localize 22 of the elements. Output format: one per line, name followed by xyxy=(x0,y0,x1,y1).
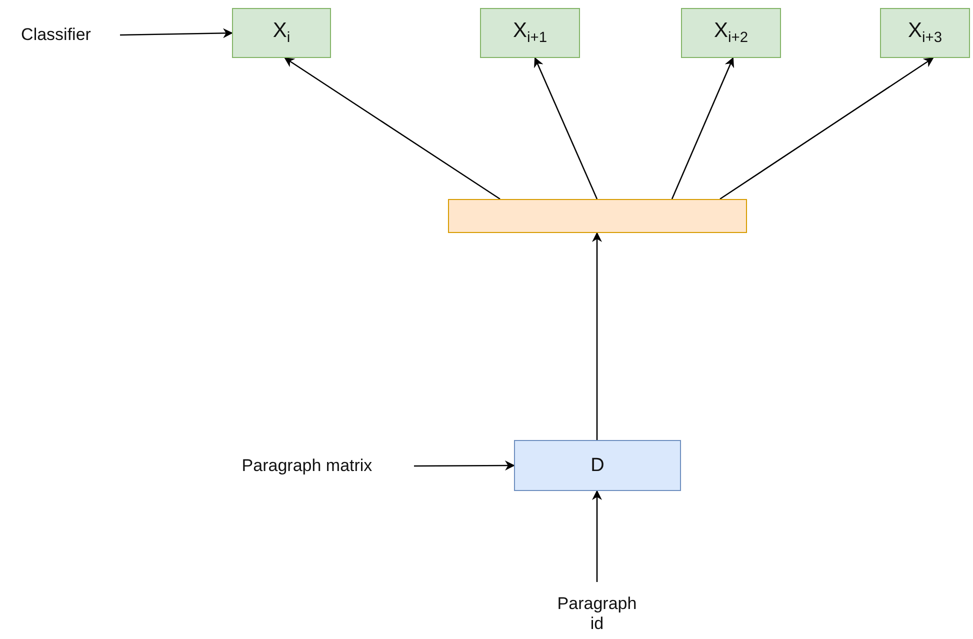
arrow xyxy=(284,57,500,200)
input-label: Paragraph id xyxy=(557,594,637,634)
word-box xyxy=(232,8,331,58)
arrow xyxy=(534,57,598,200)
arrow xyxy=(720,57,934,200)
arrow xyxy=(120,28,233,38)
box-label: X$_{i}$ xyxy=(272,19,290,47)
word-box xyxy=(880,8,970,58)
arrow xyxy=(414,460,515,471)
arrow xyxy=(592,232,602,440)
input-label: Paragraph matrix xyxy=(242,456,372,476)
input-label: Classifier xyxy=(21,25,91,45)
paragraph-vector-box xyxy=(514,440,681,491)
box-label: X$_{i+2}$ xyxy=(714,19,748,47)
arrow xyxy=(671,57,734,200)
box-label: X$_{i+3}$ xyxy=(908,19,942,47)
box-label: X$_{i+1}$ xyxy=(512,19,548,47)
word-box xyxy=(681,8,781,58)
box-shape xyxy=(448,199,747,233)
arrow xyxy=(592,490,602,582)
box-label: D xyxy=(590,454,604,476)
word-box xyxy=(480,8,580,58)
